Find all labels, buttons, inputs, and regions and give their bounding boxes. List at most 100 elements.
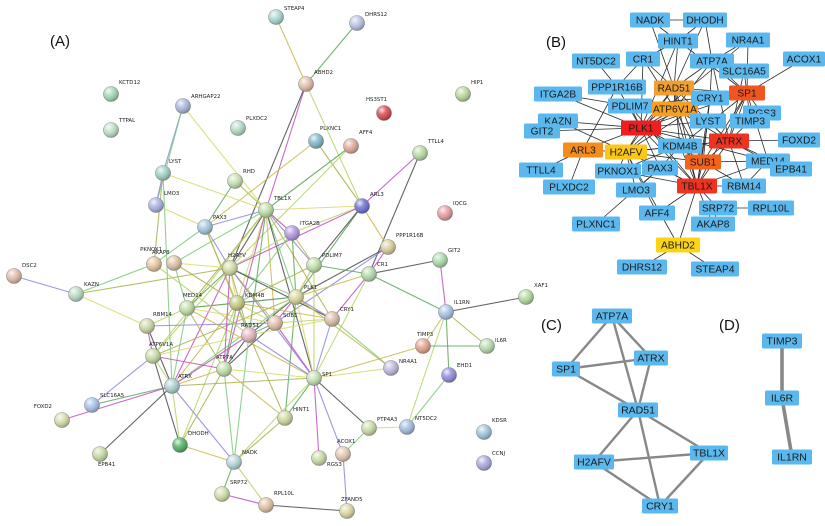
panel-a-node-rgs3[interactable]: RGS3 xyxy=(311,450,342,469)
panel-b-node-timp3[interactable]: TIMP3 xyxy=(730,113,770,129)
panel-a-node-iqcg[interactable]: IQCG xyxy=(437,201,467,221)
panel-a-node-pknox1[interactable]: PKNOX1 xyxy=(140,247,182,271)
panel-b-node-tbl1x[interactable]: TBL1X xyxy=(677,178,717,194)
panel-a-node-lmo3[interactable]: LMO3 xyxy=(148,191,180,213)
panel-a-node-atp6v1a[interactable]: ATP6V1A xyxy=(145,342,174,364)
panel-b-node-git2[interactable]: GIT2 xyxy=(524,123,560,139)
panel-d-node-il1rn[interactable]: IL1RN xyxy=(772,449,812,465)
panel-a-node-h2afv[interactable]: H2AFV xyxy=(222,253,247,276)
panel-b-node-rbm14[interactable]: RBM14 xyxy=(722,178,766,194)
panel-b-node-ppp1r16b[interactable]: PPP1R16B xyxy=(588,79,646,95)
panel-c-node-cry1[interactable]: CRY1 xyxy=(642,498,678,514)
panel-a-node-zfand5[interactable]: ZFAND5 xyxy=(339,497,363,519)
panel-b-node-steap4[interactable]: STEAP4 xyxy=(691,261,739,277)
panel-a-node-lyst[interactable]: LYST xyxy=(155,159,183,181)
panel-b-node-plxdc2[interactable]: PLXDC2 xyxy=(543,179,595,195)
panel-c-node-atrx[interactable]: ATRX xyxy=(634,350,668,366)
panel-b-node-pknox1[interactable]: PKNOX1 xyxy=(595,163,641,179)
panel-b-node-sp1[interactable]: SP1 xyxy=(729,85,765,101)
panel-a-node-kdm4b[interactable]: KDM4B xyxy=(229,293,265,311)
panel-b-node-cry1[interactable]: CRY1 xyxy=(691,90,729,106)
panel-a-node-nt5dc2[interactable]: NT5DC2 xyxy=(399,416,438,435)
panel-a-node-srp72[interactable]: SRP72 xyxy=(214,480,248,502)
panel-d-node-timp3[interactable]: TIMP3 xyxy=(762,333,802,349)
panel-a-node-arl3[interactable]: ARL3 xyxy=(354,192,384,214)
panel-a-node-hs3st1[interactable]: HS3ST1 xyxy=(366,97,392,121)
panel-c-node-rad51[interactable]: RAD51 xyxy=(618,402,658,418)
panel-b-node-rad51[interactable]: RAD51 xyxy=(654,80,694,96)
panel-a-node-plk1[interactable]: PLK1 xyxy=(288,285,318,305)
panel-a-node-rpl10l[interactable]: RPL10L xyxy=(258,491,294,513)
panel-a-node-xaf1[interactable]: XAF1 xyxy=(518,283,548,305)
panel-a-node-ehd1[interactable]: EHD1 xyxy=(441,363,473,383)
panel-a-node-sp1[interactable]: SP1 xyxy=(306,370,333,386)
panel-a-node-plxdc2[interactable]: PLXDC2 xyxy=(230,116,268,136)
panel-b-node-rpl10l[interactable]: RPL10L xyxy=(748,200,794,216)
panel-c-node-tbl1x[interactable]: TBL1X xyxy=(690,445,728,461)
panel-a-node-abhd2[interactable]: ABHD2 xyxy=(298,70,334,92)
panel-a-node-dhrs12[interactable]: DHRS12 xyxy=(349,12,388,31)
panel-a-node-atp7a[interactable]: ATP7A xyxy=(216,355,233,377)
panel-a-node-timp3[interactable]: TIMP3 xyxy=(415,332,434,354)
panel-a-node-sub1[interactable]: SUB1 xyxy=(267,313,298,331)
panel-b-node-arl3[interactable]: ARL3 xyxy=(563,142,603,158)
panel-b-node-dhrs12[interactable]: DHRS12 xyxy=(617,259,667,275)
panel-a-node-itga2b[interactable]: ITGA2B xyxy=(284,221,321,241)
panel-b-node-atp6v1a[interactable]: ATP6V1A xyxy=(652,101,698,117)
panel-a-node-hip1[interactable]: HIP1 xyxy=(455,80,484,102)
panel-b-node-nr4a1[interactable]: NR4A1 xyxy=(726,32,770,48)
panel-a-node-dsc2[interactable]: DSC2 xyxy=(6,263,37,284)
panel-b-node-pdlim7[interactable]: PDLIM7 xyxy=(608,98,652,114)
panel-a-node-ptp4a3[interactable]: PTP4A3 xyxy=(361,417,398,436)
panel-a-node-rhd[interactable]: RHD xyxy=(227,169,255,189)
panel-a-node-dhodh[interactable]: DHODH xyxy=(172,431,209,453)
panel-b-node-sub1[interactable]: SUB1 xyxy=(685,154,721,170)
panel-b-node-itga2b[interactable]: ITGA2B xyxy=(534,86,582,102)
panel-a-node-ttpal[interactable]: TTPAL xyxy=(103,118,136,138)
panel-b-node-pax3[interactable]: PAX3 xyxy=(642,160,678,176)
panel-a-node-acox1[interactable]: ACOX1 xyxy=(335,439,356,462)
panel-a-node-plxnc1[interactable]: PLXNC1 xyxy=(308,126,342,149)
panel-a-node-ppp1r16b[interactable]: PPP1R16B xyxy=(380,233,424,255)
panel-b-node-lyst[interactable]: LYST xyxy=(690,113,726,129)
panel-a-node-steap4[interactable]: STEAP4 xyxy=(268,6,306,25)
panel-a-node-akap8[interactable]: AKAP8 xyxy=(146,250,171,272)
panel-b-node-aff4[interactable]: AFF4 xyxy=(639,205,675,221)
panel-b-node-atrx[interactable]: ATRX xyxy=(709,133,749,149)
panel-c-node-atp7a[interactable]: ATP7A xyxy=(592,308,632,324)
panel-c-node-h2afv[interactable]: H2AFV xyxy=(574,454,614,470)
panel-a-node-aff4[interactable]: AFF4 xyxy=(343,130,373,154)
panel-a-node-hint1[interactable]: HINT1 xyxy=(277,407,310,426)
panel-a-node-atrx[interactable]: ATRX xyxy=(164,374,193,394)
panel-a-node-nr4a1[interactable]: NR4A1 xyxy=(383,359,418,376)
panel-a-node-il1rn[interactable]: IL1RN xyxy=(438,300,470,320)
panel-a-node-git2[interactable]: GIT2 xyxy=(432,248,461,268)
panel-b-node-h2afv[interactable]: H2AFV xyxy=(605,144,647,160)
panel-b-node-nadk[interactable]: NADK xyxy=(630,12,670,28)
panel-b-node-lmo3[interactable]: LMO3 xyxy=(616,182,656,198)
panel-b-node-slc16a5[interactable]: SLC16A5 xyxy=(719,63,769,79)
panel-b-node-ttll4[interactable]: TTLL4 xyxy=(519,162,563,178)
panel-a-node-nadk[interactable]: NADK xyxy=(226,450,258,470)
panel-a-node-epb41[interactable]: EPB41 xyxy=(92,446,116,469)
panel-a-node-cry1[interactable]: CRY1 xyxy=(324,307,354,327)
panel-b-node-hint1[interactable]: HINT1 xyxy=(658,33,698,49)
panel-a-node-med14[interactable]: MED14 xyxy=(179,293,203,316)
panel-a-node-rad51[interactable]: RAD51 xyxy=(241,323,259,343)
panel-a-node-arhgap22[interactable]: ARHGAP22 xyxy=(175,94,221,114)
panel-b-node-plk1[interactable]: PLK1 xyxy=(621,120,661,136)
panel-a-node-tbl1x[interactable]: TBL1X xyxy=(258,196,292,218)
panel-b-node-nt5dc2[interactable]: NT5DC2 xyxy=(572,53,620,69)
panel-a-node-ccnj[interactable]: CCNJ xyxy=(476,451,506,471)
panel-a-node-rbm14[interactable]: RBM14 xyxy=(139,312,173,334)
panel-a-node-pax3[interactable]: PAX3 xyxy=(197,215,227,235)
panel-a-node-kazn[interactable]: KAZN xyxy=(68,282,99,302)
panel-a-node-kdsr[interactable]: KDSR xyxy=(476,418,508,440)
panel-a-node-slc16a5[interactable]: SLC16A5 xyxy=(84,393,125,413)
panel-b-node-akap8[interactable]: AKAP8 xyxy=(691,216,735,232)
panel-b-node-abhd2[interactable]: ABHD2 xyxy=(656,237,700,253)
panel-a-node-pdlim7[interactable]: PDLIM7 xyxy=(306,253,343,273)
panel-b-node-acox1[interactable]: ACOX1 xyxy=(783,51,825,67)
panel-b-node-kdm4b[interactable]: KDM4B xyxy=(658,138,702,154)
panel-a-node-foxd2[interactable]: FOXD2 xyxy=(34,404,70,428)
